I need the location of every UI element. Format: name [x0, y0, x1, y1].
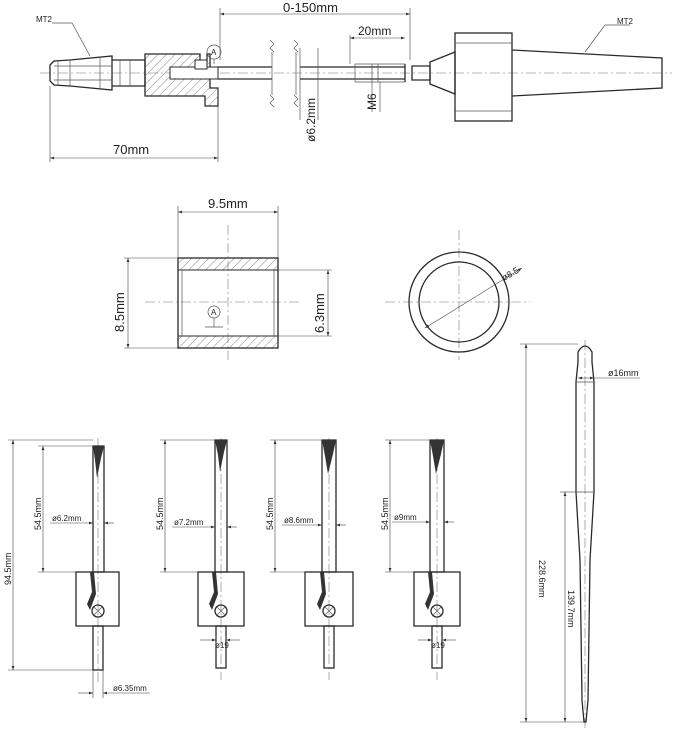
dim-bushing-dia-label: ø8.5 [500, 265, 521, 283]
cutter-3: 54.5mm ø8.6mm [265, 438, 354, 680]
mt2-left-leader [52, 22, 91, 57]
dim-range-label: 0-150mm [283, 0, 338, 15]
cutter-2-shank-dia: ø7.2mm [174, 518, 204, 527]
reamer-body [575, 345, 595, 723]
dim-inner-height-label: 6.3mm [312, 293, 327, 333]
taper-reamer: ø16mm 228.6mm 139.7mm [520, 340, 640, 728]
bushing-section-view: A 9.5mm 8.5mm 6.3mm [112, 196, 332, 360]
dim-outer-height-label: 8.5mm [112, 292, 127, 332]
cutter-3-shank-dia: ø8.6mm [284, 516, 314, 525]
cutter-1: 94.5mm 54.5mm ø6.2mm ø6.35mm [3, 438, 150, 698]
cutter-4-pilot-dia: ø19 [431, 641, 445, 650]
datum-a-top: A [211, 48, 217, 57]
cutter-3-shank-length: 54.5mm [265, 497, 275, 530]
cutter-2: 54.5mm ø7.2mm ø19 [155, 438, 245, 680]
arbor-holder-section: A [144, 44, 222, 107]
top-assembly-view: A [36, 0, 672, 162]
mt2-right-leader [584, 24, 630, 53]
dim-line-bushing-dia [424, 267, 523, 329]
bushing-end-view: ø8.5 [385, 230, 530, 360]
dim-rod-dia-label: ø6.2mm [304, 98, 318, 142]
cutter-4-shank-dia: ø9mm [394, 513, 417, 522]
cutter-1-shank-length: 54.5mm [33, 497, 43, 530]
live-center-right [411, 32, 663, 122]
dim-length-label: 70mm [113, 142, 149, 157]
cutter-2-pilot-dia: ø19 [215, 641, 229, 650]
reamer-total-length: 228.6mm [537, 560, 547, 598]
cutter-1-total-length: 94.5mm [3, 552, 13, 585]
cutter-4-shank-length: 54.5mm [380, 497, 390, 530]
dim-thread-length-label: 20mm [358, 24, 391, 38]
dim-thread-label: M6 [365, 93, 379, 110]
rod-with-breaks [218, 39, 406, 120]
cutter-4: 54.5mm ø9mm ø19 [380, 438, 461, 680]
cutter-1-pilot-dia: ø6.35mm [113, 684, 147, 693]
cutter-2-shank-length: 54.5mm [155, 497, 165, 530]
dim-bushing-width-label: 9.5mm [208, 196, 248, 211]
mt2-right-label: MT2 [617, 17, 634, 26]
cutter-1-shank-dia: ø6.2mm [52, 514, 82, 523]
mt2-arbor-left [49, 55, 146, 91]
reamer-flute-length: 139.7mm [566, 590, 576, 628]
reamer-dia-label: ø16mm [608, 368, 639, 378]
datum-a-bushing: A [211, 308, 217, 317]
mt2-left-label: MT2 [36, 15, 53, 24]
